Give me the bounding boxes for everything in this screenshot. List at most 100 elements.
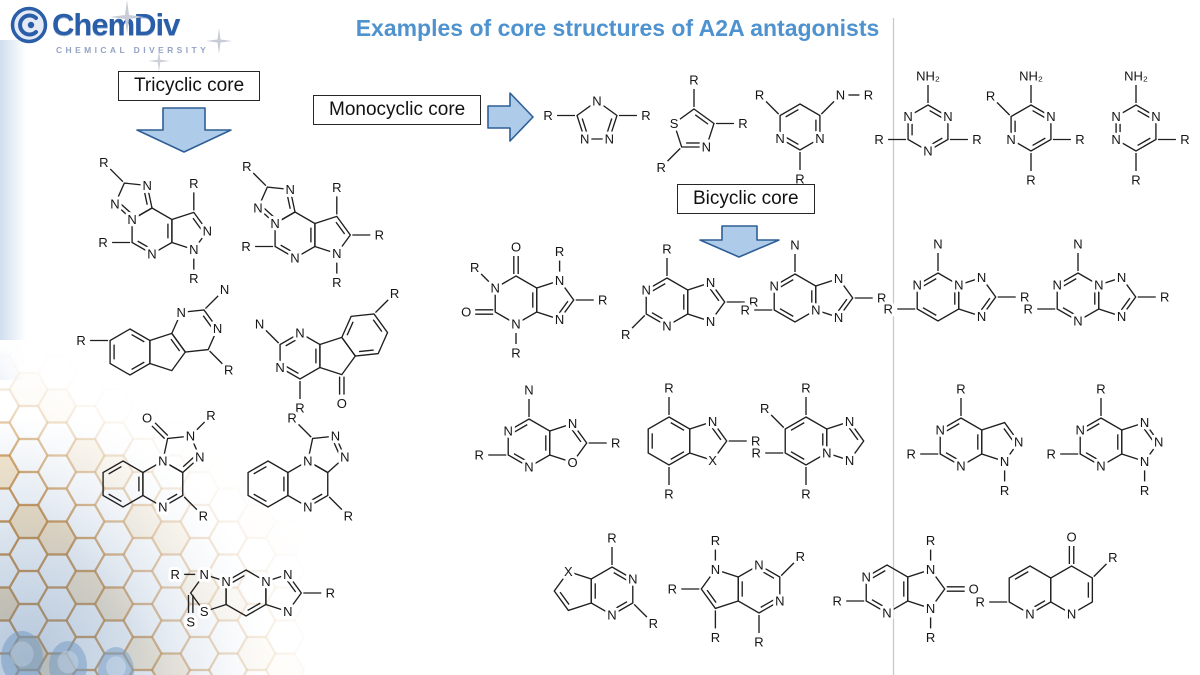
svg-text:N: N [110, 197, 119, 212]
svg-text:S: S [200, 604, 209, 619]
svg-text:N: N [706, 314, 715, 329]
svg-text:NH₂: NH₂ [916, 69, 940, 84]
sparkle-icon [148, 50, 170, 72]
svg-text:R: R [242, 159, 251, 174]
svg-text:R: R [976, 595, 985, 610]
svg-text:R: R [864, 87, 873, 102]
svg-text:R: R [641, 108, 650, 123]
svg-text:N: N [702, 139, 711, 154]
svg-text:R: R [98, 235, 107, 250]
svg-text:R: R [1075, 132, 1084, 147]
svg-text:N: N [176, 305, 185, 320]
svg-text:N: N [834, 310, 843, 325]
svg-text:N: N [221, 574, 230, 589]
svg-text:N: N [158, 454, 167, 469]
tricyclic-arrow-down-icon [136, 107, 232, 153]
svg-text:N: N [977, 270, 986, 285]
svg-text:N: N [845, 453, 854, 468]
svg-text:N: N [303, 500, 312, 515]
svg-text:R: R [621, 327, 630, 342]
svg-text:O: O [461, 305, 471, 320]
svg-text:R: R [475, 448, 484, 463]
svg-text:N: N [882, 606, 891, 621]
svg-text:N: N [290, 251, 299, 266]
sparkle-icon [206, 28, 232, 54]
svg-text:N: N [261, 574, 270, 589]
svg-text:R: R [1180, 132, 1189, 147]
svg-text:N: N [790, 238, 799, 253]
svg-text:R: R [1047, 447, 1056, 462]
background-collage [0, 322, 335, 675]
svg-text:N: N [862, 570, 871, 585]
svg-text:N: N [913, 278, 922, 293]
svg-text:NH₂: NH₂ [1019, 69, 1043, 84]
svg-text:N: N [1073, 314, 1082, 329]
svg-text:R: R [1108, 550, 1117, 565]
logo-tagline: CHEMICAL DIVERSITY [56, 45, 210, 55]
svg-text:N: N [977, 309, 986, 324]
svg-text:N: N [926, 601, 935, 616]
svg-text:N: N [1117, 270, 1126, 285]
svg-text:N: N [1006, 132, 1015, 147]
chemdiv-logo: ChemDiv CHEMICAL DIVERSITY [10, 0, 270, 72]
svg-text:R: R [662, 242, 671, 257]
tricyclic-core-label: Tricyclic core [118, 71, 261, 101]
svg-text:N: N [926, 562, 935, 577]
svg-text:N: N [275, 360, 284, 375]
page-title: Examples of core structures of A2A antag… [355, 15, 880, 41]
svg-text:N: N [706, 275, 715, 290]
svg-text:N: N [524, 383, 533, 398]
svg-text:N: N [1000, 454, 1009, 469]
svg-text:R: R [1026, 173, 1035, 188]
svg-text:N: N [1096, 459, 1105, 474]
svg-text:R: R [711, 630, 720, 645]
svg-text:R: R [649, 616, 658, 631]
svg-text:S: S [186, 615, 195, 630]
svg-text:R: R [543, 108, 552, 123]
svg-text:N: N [1067, 607, 1076, 622]
svg-text:N: N [1151, 109, 1160, 124]
svg-text:R: R [664, 381, 673, 396]
chemdiv-logo-icon [10, 6, 48, 44]
svg-text:R: R [664, 487, 673, 502]
svg-text:R: R [833, 594, 842, 609]
svg-text:N: N [592, 94, 601, 109]
svg-text:R: R [76, 333, 85, 348]
svg-text:N: N [158, 500, 167, 515]
svg-text:R: R [171, 567, 180, 582]
svg-text:N: N [270, 216, 279, 231]
svg-text:N: N [770, 279, 779, 294]
svg-text:R: R [751, 434, 760, 449]
svg-text:N: N [711, 562, 720, 577]
svg-text:R: R [375, 228, 384, 243]
svg-text:R: R [224, 363, 233, 378]
svg-text:N: N [332, 246, 341, 261]
svg-text:R: R [332, 275, 341, 290]
svg-text:R: R [760, 401, 769, 416]
svg-text:R: R [874, 132, 883, 147]
svg-text:N: N [283, 567, 292, 582]
svg-text:O: O [969, 582, 979, 597]
svg-text:R: R [754, 635, 763, 650]
svg-text:N: N [954, 278, 963, 293]
svg-text:N: N [127, 212, 136, 227]
svg-text:R: R [689, 73, 698, 88]
logo-name: ChemDiv [52, 7, 180, 42]
svg-text:R: R [884, 302, 893, 317]
svg-text:R: R [801, 381, 810, 396]
